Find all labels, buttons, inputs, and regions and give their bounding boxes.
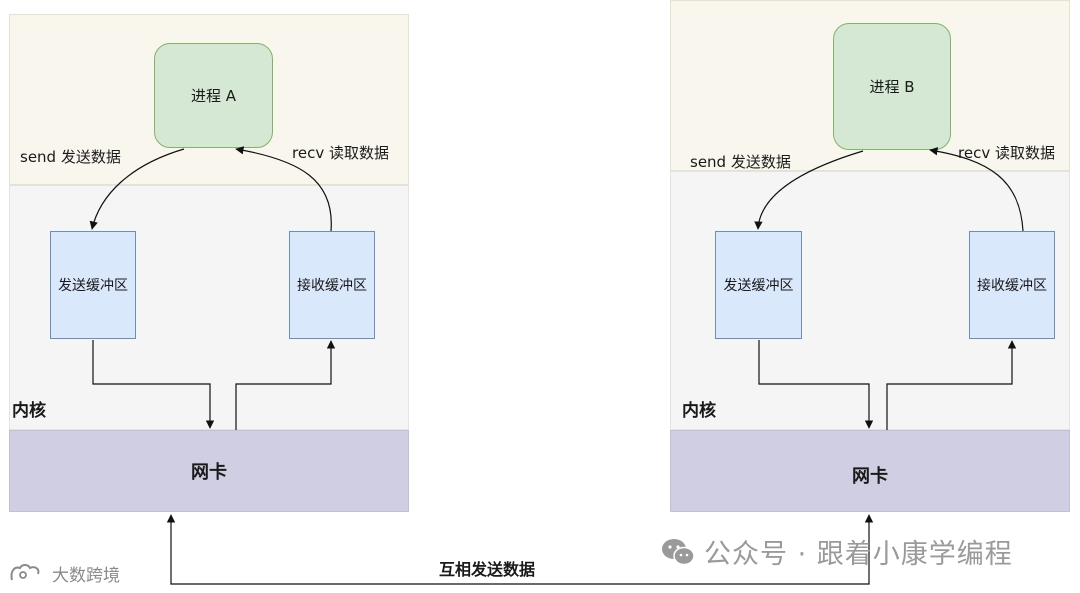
wechat-watermark: 公众号 · 跟着小康学编程 [660, 532, 1013, 571]
wechat-icon [662, 538, 695, 565]
right-recv-arrow [929, 147, 1024, 232]
left-send-buffer-label: 发送缓冲区 [58, 278, 128, 294]
right-send-buffer-label: 发送缓冲区 [723, 278, 794, 294]
left-buffer-to-nic [92, 340, 215, 429]
left-send-label: send 发送数据 [20, 148, 121, 166]
left-recv-buffer-label: 接收缓冲区 [297, 278, 367, 294]
logo-watermark-text: 大数跨境 [52, 566, 120, 586]
right-send-label: send 发送数据 [690, 153, 791, 171]
process-a-label: 进程 A [190, 87, 237, 105]
process-b: 进程 B [833, 23, 951, 150]
right-nic: 网卡 [670, 430, 1070, 512]
brand-logo-icon [10, 563, 40, 580]
exchange-arrow [166, 514, 874, 585]
logo-watermark: 大数跨境 [8, 561, 120, 586]
left-recv-arrow [235, 146, 332, 232]
right-send-buffer: 发送缓冲区 [715, 231, 802, 339]
left-send-buffer: 发送缓冲区 [50, 231, 136, 339]
right-nic-to-buffer [886, 340, 1017, 430]
right-recv-buffer-label: 接收缓冲区 [977, 278, 1047, 294]
left-recv-buffer: 接收缓冲区 [289, 231, 375, 339]
left-kernel-label: 内核 [12, 401, 46, 421]
left-recv-label: recv 读取数据 [292, 144, 389, 162]
exchange-label: 互相发送数据 [439, 560, 536, 579]
right-nic-label: 网卡 [852, 466, 888, 487]
wechat-watermark-text: 公众号 · 跟着小康学编程 [704, 539, 1013, 570]
right-recv-label: recv 读取数据 [958, 144, 1055, 162]
left-nic: 网卡 [9, 430, 409, 512]
process-a: 进程 A [154, 43, 273, 148]
right-kernel-label: 内核 [682, 401, 716, 421]
left-send-arrow [89, 148, 185, 230]
right-recv-buffer: 接收缓冲区 [969, 231, 1055, 339]
right-send-arrow [754, 150, 864, 230]
left-nic-to-buffer [235, 340, 336, 430]
process-b-label: 进程 B [869, 78, 915, 96]
left-nic-label: 网卡 [191, 462, 227, 483]
right-buffer-to-nic [758, 340, 874, 429]
